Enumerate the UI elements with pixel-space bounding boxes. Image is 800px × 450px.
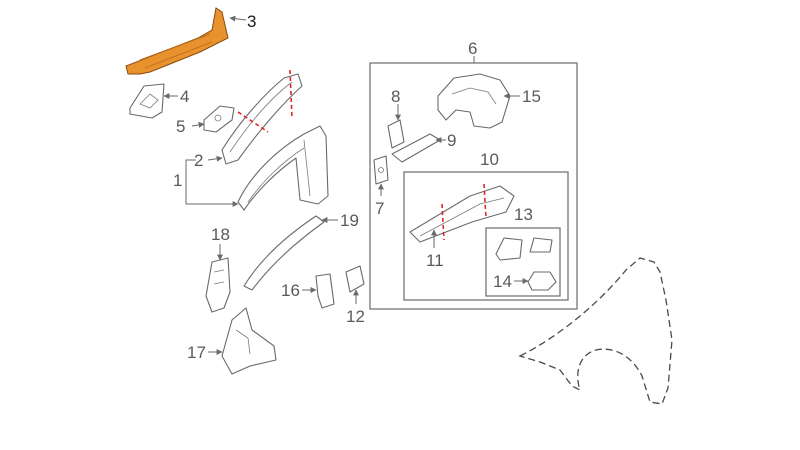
cut-line-2a: [289, 69, 293, 119]
label-18: 18: [211, 225, 230, 244]
cut-line-11b: [483, 183, 487, 219]
part-19-strip[interactable]: [243, 215, 325, 291]
part-4-bracket[interactable]: [129, 83, 165, 119]
label-13: 13: [514, 205, 533, 224]
label-14: 14: [493, 272, 512, 291]
label-7: 7: [375, 199, 384, 218]
label-9: 9: [447, 131, 456, 150]
label-4: 4: [180, 87, 189, 106]
part-8-bracket[interactable]: [387, 119, 405, 149]
label-15: 15: [522, 87, 541, 106]
label-8: 8: [391, 87, 400, 106]
part-1-apron[interactable]: [237, 125, 329, 211]
label-1: 1: [173, 171, 182, 190]
part-15-wheelhouse[interactable]: [437, 73, 511, 129]
part-11-frame-rail[interactable]: [409, 185, 515, 243]
part-5-plate[interactable]: [203, 105, 235, 133]
part-7-plate[interactable]: [373, 155, 389, 185]
label-11: 11: [426, 251, 444, 270]
part-14-bracket[interactable]: [527, 271, 557, 291]
part-17-bracket[interactable]: [221, 307, 277, 375]
label-2: 2: [194, 151, 203, 170]
cut-line-11a: [441, 203, 445, 241]
fender-outline: [518, 257, 673, 405]
part-12-bracket[interactable]: [345, 265, 365, 293]
label-19: 19: [340, 211, 359, 230]
label-5: 5: [176, 117, 185, 136]
label-3: 3: [247, 12, 256, 31]
leader-5: [191, 121, 205, 128]
label-16: 16: [281, 281, 300, 300]
part-18-bracket[interactable]: [205, 257, 231, 313]
part-13-brackets[interactable]: [495, 237, 553, 261]
leader-2: [207, 155, 223, 162]
label-12: 12: [346, 307, 365, 326]
part-3-highlighted-rail[interactable]: [125, 7, 229, 75]
part-16-bracket[interactable]: [315, 273, 335, 309]
label-10: 10: [480, 150, 499, 169]
part-2-upper-rail[interactable]: [221, 73, 303, 165]
assembly-box-10: [403, 171, 569, 301]
cut-line-2b: [237, 111, 269, 133]
leader-3: [229, 15, 247, 22]
label-17: 17: [187, 343, 206, 362]
label-6: 6: [468, 39, 477, 58]
assembly-box-13: [485, 227, 561, 297]
